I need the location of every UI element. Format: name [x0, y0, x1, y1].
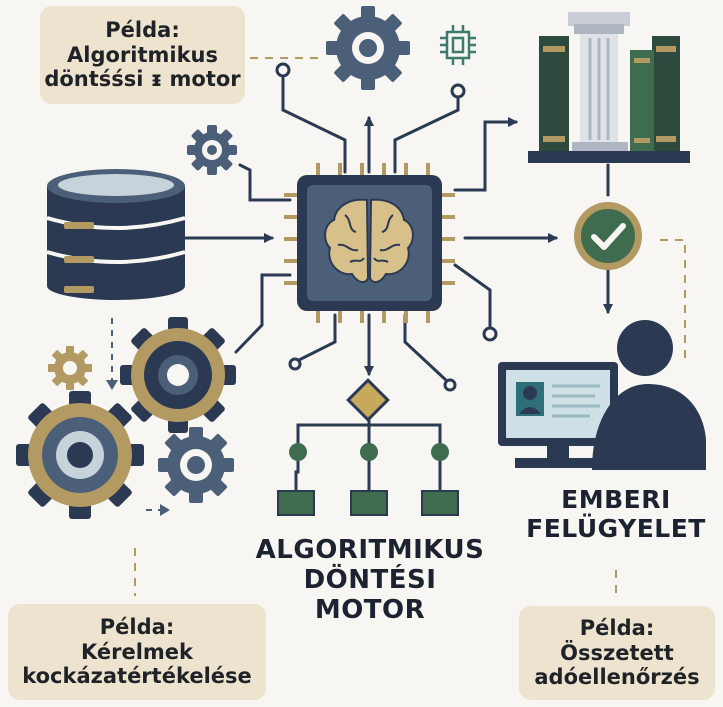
callout-line: Kérelmek [80, 639, 194, 664]
human-label-line2: FELÜGYELET [526, 513, 706, 543]
small-gold-gear-icon [48, 346, 92, 390]
callout-line: Algoritmikus [67, 42, 218, 67]
callout-line: Összetett [560, 640, 674, 665]
callout-title: Példa: [105, 17, 180, 42]
checkmark-icon [574, 202, 642, 270]
medium-gear-icon [158, 427, 234, 503]
endpoint-dots [275, 62, 498, 392]
dashed-arrowhead-right [160, 504, 170, 516]
gear-icon [326, 6, 410, 90]
processor-brain-icon [284, 163, 455, 323]
callout-line: adóellenőrzés [534, 665, 700, 690]
callout-title: Példa: [99, 614, 175, 639]
database-icon [46, 169, 186, 300]
dashed-connectors [134, 57, 686, 598]
callout-line: kockázatértékelése [22, 664, 252, 689]
dashed-arrowhead-down [106, 380, 118, 390]
callout-bottom-left: Példa: Kérelmek kockázatértékelése [8, 604, 266, 700]
decision-tree-icon [277, 378, 459, 516]
large-gear-lower-icon [16, 391, 144, 519]
callout-line: döntśśsi ᵻ motor [44, 67, 241, 92]
microchip-icon [440, 25, 476, 65]
human-label-line1: EMBERI [561, 485, 671, 514]
callout-bottom-right: Példa: Összetett adóellenőrzés [519, 606, 715, 700]
engine-label-line2: DÖNTÉSI MOTOR [303, 564, 437, 625]
small-gear-icon [187, 125, 237, 175]
library-building-icon [528, 12, 690, 163]
large-gear-icon [120, 317, 236, 433]
engine-label: ALGORITMIKUS DÖNTÉSI MOTOR [248, 535, 492, 626]
engine-label-line1: ALGORITMIKUS [255, 535, 485, 565]
dashed-connectors-navy [111, 318, 160, 511]
human-oversight-label: EMBERI FELÜGYELET [512, 485, 720, 544]
computer-user-icon [498, 320, 706, 470]
connector-lines [184, 72, 613, 384]
callout-title: Példa: [579, 615, 655, 640]
callout-top-left: Példa: Algoritmikus döntśśsi ᵻ motor [40, 6, 245, 104]
